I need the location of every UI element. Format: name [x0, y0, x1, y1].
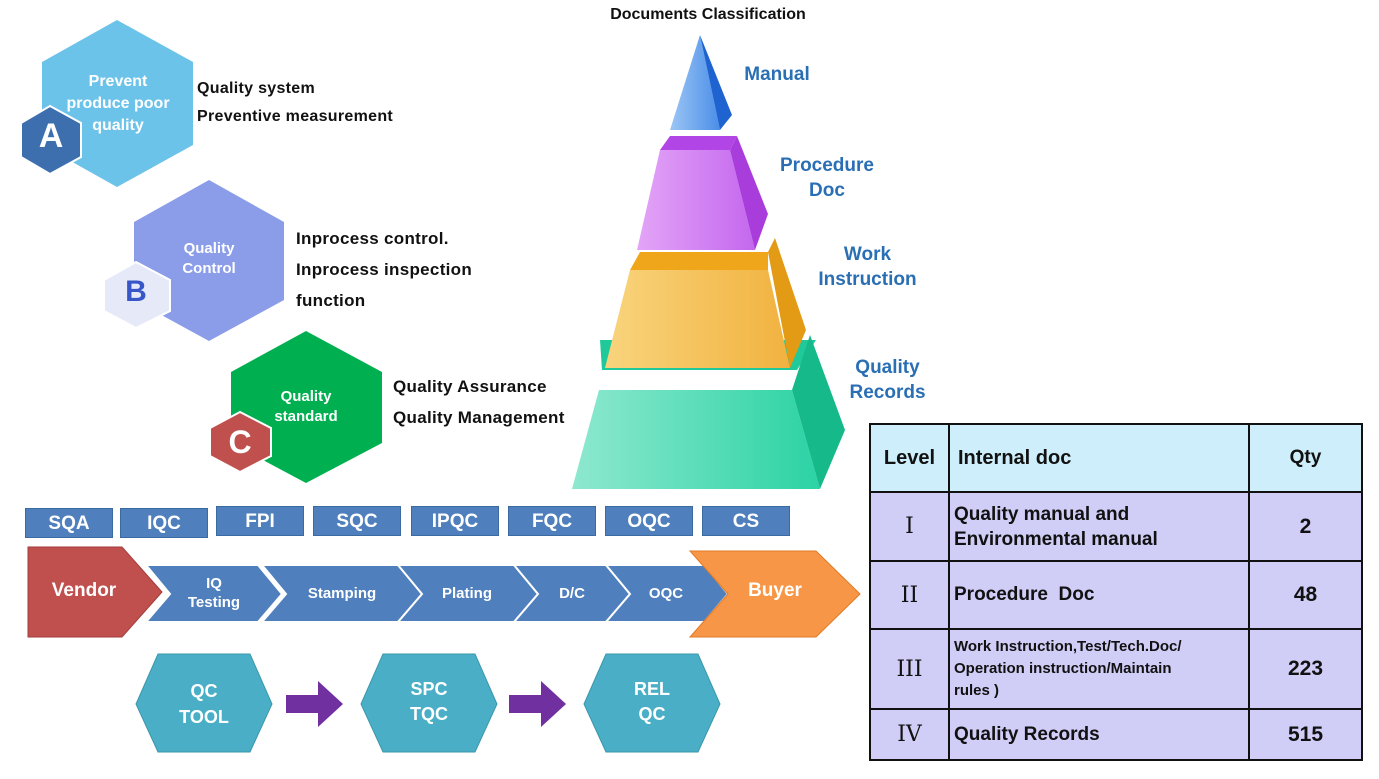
- pyramid-level-manual: [670, 35, 720, 130]
- hexagon-b-desc-1: Inprocess control.: [296, 229, 449, 248]
- pyramid-label-records: Quality Records: [849, 357, 926, 403]
- hexagon-b-label: Quality Control: [182, 240, 236, 277]
- hexagon-a-desc-2: Preventive measurement: [197, 108, 394, 125]
- table-row: III Work Instruction,Test/Tech.Doc/ Oper…: [869, 628, 1363, 710]
- buyer-arrow: [688, 550, 861, 638]
- arrow-icon: [286, 681, 343, 727]
- hexagon-b-desc-3: function: [296, 291, 366, 310]
- row-doc: Work Instruction,Test/Tech.Doc/ Operatio…: [948, 628, 1250, 710]
- buyer-label: Buyer: [748, 580, 802, 601]
- hexagon-a-letter-badge: [20, 104, 82, 176]
- hexagon-c-label: Quality standard: [274, 388, 338, 425]
- row-level: II: [869, 560, 950, 630]
- row-doc: Quality Records: [948, 708, 1250, 761]
- row-level: I: [869, 491, 950, 562]
- pyramid-level-work-side: [768, 238, 806, 368]
- tag-fpi: FPI: [216, 506, 304, 536]
- pyramid-level-work-front: [605, 270, 790, 368]
- flow-step-stamping-label: Stamping: [307, 585, 377, 602]
- tag-cs: CS: [702, 506, 790, 536]
- pyramid-label-procedure: Procedure Doc: [780, 155, 874, 201]
- tool-qc-tool-label: QC TOOL: [179, 681, 229, 727]
- hexagon-b: [134, 180, 284, 341]
- hexagon-b-letter: B: [125, 275, 147, 308]
- flow-step-oqc-label: OQC: [648, 585, 684, 602]
- header-level: Level: [869, 423, 950, 493]
- row-qty: 48: [1248, 560, 1363, 630]
- tag-fqc: FQC: [508, 506, 596, 536]
- flow-step-plating-label: Plating: [441, 585, 492, 602]
- tag-iqc: IQC: [120, 508, 208, 538]
- flow-step-iq-testing-label: IQ Testing: [187, 575, 241, 611]
- tool-hex-spc-tqc: [360, 653, 498, 753]
- pyramid-level-work-top: [630, 252, 768, 270]
- header-qty: Qty: [1248, 423, 1363, 493]
- row-doc: Procedure Doc: [948, 560, 1250, 630]
- document-table: Level Internal doc Qty I Quality manual …: [869, 423, 1363, 761]
- table-row: I Quality manual and Environmental manua…: [869, 491, 1363, 562]
- pyramid-level-records-side: [792, 335, 845, 489]
- row-level: IV: [869, 708, 950, 761]
- row-qty: 2: [1248, 491, 1363, 562]
- hexagon-b-letter-badge: [103, 260, 171, 330]
- tool-hex-rel-qc: [583, 653, 721, 753]
- header-internal-doc: Internal doc: [948, 423, 1250, 493]
- pyramid-level-procedure-top: [660, 136, 737, 150]
- table-row: II Procedure Doc 48: [869, 560, 1363, 630]
- hexagon-a-label: Prevent produce poor quality: [66, 73, 170, 134]
- tag-sqa: SQA: [25, 508, 113, 538]
- row-level: III: [869, 628, 950, 710]
- pyramid: [572, 35, 845, 489]
- flow-step-dc-label: D/C: [559, 585, 585, 602]
- hexagon-c-desc-2: Quality Management: [393, 408, 565, 427]
- pyramid-level-manual-side: [700, 35, 732, 130]
- diagram-title: Documents Classification: [610, 6, 806, 23]
- tool-spc-tqc-label: SPC TQC: [410, 679, 448, 724]
- table-header-row: Level Internal doc Qty: [869, 423, 1363, 493]
- flow-step-iq-testing: [143, 564, 284, 623]
- row-qty: 223: [1248, 628, 1363, 710]
- hexagon-c-letter-badge: [209, 410, 272, 474]
- arrow-icon: [509, 681, 566, 727]
- hexagon-b-desc-2: Inprocess inspection: [296, 260, 473, 279]
- vendor-label: Vendor: [51, 580, 117, 601]
- tag-oqc: OQC: [605, 506, 693, 536]
- pyramid-label-work: Work Instruction: [818, 244, 917, 290]
- pyramid-label-manual: Manual: [744, 64, 810, 85]
- tool-rel-qc-label: REL QC: [634, 679, 670, 724]
- hexagon-a-desc-1: Quality system: [197, 80, 316, 97]
- pyramid-level-procedure-front: [637, 150, 755, 250]
- hexagon-c-desc-1: Quality Assurance: [393, 377, 547, 396]
- hexagon-a-letter: A: [38, 117, 64, 155]
- hexagon-c-letter: C: [228, 424, 252, 460]
- tool-hex-qc-tool: [135, 653, 273, 753]
- row-doc: Quality manual and Environmental manual: [948, 491, 1250, 562]
- table-row: IV Quality Records 515: [869, 708, 1363, 761]
- row-qty: 515: [1248, 708, 1363, 761]
- tag-ipqc: IPQC: [411, 506, 499, 536]
- pyramid-level-records-front: [572, 390, 820, 489]
- pyramid-level-procedure-side: [730, 136, 768, 250]
- vendor-arrow: [27, 546, 163, 638]
- tag-sqc: SQC: [313, 506, 401, 536]
